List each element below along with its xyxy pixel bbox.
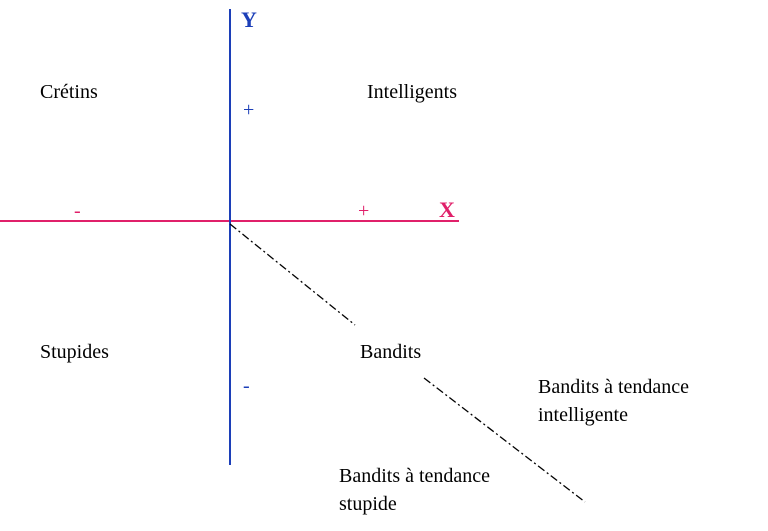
x-axis-label: X xyxy=(439,197,455,222)
quadrant-label-intelligents: Intelligents xyxy=(367,81,457,103)
bandit-divider-line-lower xyxy=(423,377,586,503)
y-positive-sign: + xyxy=(243,99,255,121)
annotation-bandit-stupid-line2: stupide xyxy=(339,493,397,515)
annotation-bandit-stupid-line1: Bandits à tendance xyxy=(339,465,491,487)
quadrant-label-bandits: Bandits xyxy=(360,341,422,363)
y-axis-label: Y xyxy=(241,7,257,32)
annotation-bandit-smart-line1: Bandits à tendance xyxy=(538,376,690,398)
x-negative-sign: - xyxy=(74,200,81,222)
quadrant-label-cretins: Crétins xyxy=(40,81,98,103)
bandit-divider-line xyxy=(229,223,356,326)
y-negative-sign: - xyxy=(243,375,250,397)
annotation-bandit-smart-line2: intelligente xyxy=(538,404,628,426)
quadrant-label-stupides: Stupides xyxy=(40,341,109,363)
x-positive-sign: + xyxy=(358,200,370,222)
